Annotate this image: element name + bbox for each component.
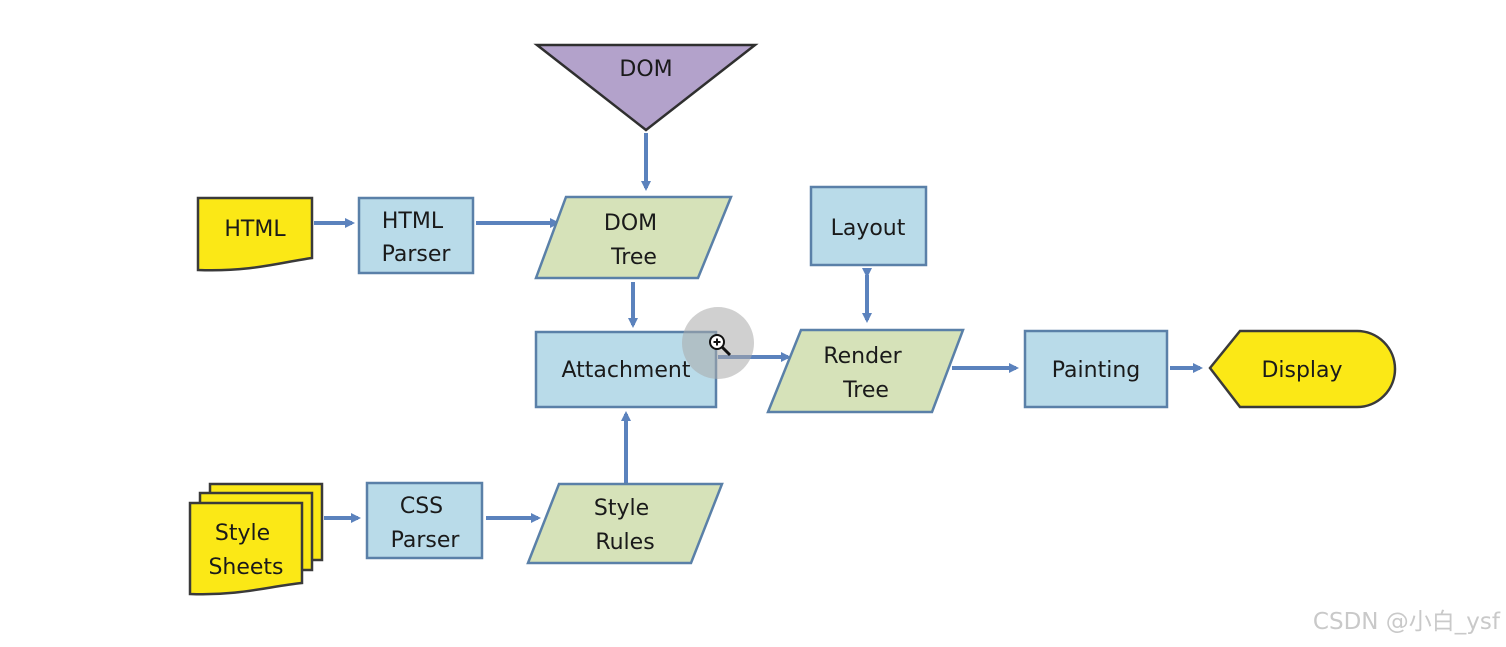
node-style-rules-line1: Style xyxy=(594,496,649,521)
node-css-parser: CSS Parser xyxy=(365,481,484,560)
watermark: CSDN @小白_ysf xyxy=(1312,609,1500,635)
zoom-in-icon xyxy=(709,334,732,357)
svg-text:CSS Parser: CSS Parser xyxy=(391,494,461,553)
node-attachment: Attachment xyxy=(534,330,718,409)
svg-text:Render Tree: Render Tree xyxy=(823,344,908,403)
node-css-parser-line1: CSS xyxy=(400,494,443,519)
node-css-parser-line2: Parser xyxy=(391,528,461,553)
node-style-rules-line2: Rules xyxy=(595,530,654,555)
node-painting-label: Painting xyxy=(1052,358,1140,383)
node-render-tree: Render Tree xyxy=(766,328,965,414)
node-dom-tree: DOM Tree xyxy=(534,195,733,280)
svg-text:Style Sheets: Style Sheets xyxy=(208,521,283,580)
node-render-tree-line2: Tree xyxy=(842,378,889,403)
node-dom: DOM xyxy=(533,43,759,132)
node-style-rules: Style Rules xyxy=(526,482,724,565)
node-html-parser-line2: Parser xyxy=(382,242,452,267)
node-layout-label: Layout xyxy=(831,216,906,241)
node-display: Display xyxy=(1208,329,1397,409)
node-dom-label: DOM xyxy=(619,57,672,82)
node-dom-tree-line1: DOM xyxy=(604,211,657,236)
node-attachment-label: Attachment xyxy=(562,358,691,383)
svg-text:Style Rules: Style Rules xyxy=(594,496,656,555)
node-style-sheets-line2: Sheets xyxy=(208,555,283,580)
node-html-parser-line1: HTML xyxy=(382,209,444,234)
node-style-sheets: Style Sheets xyxy=(188,482,324,596)
node-display-label: Display xyxy=(1261,358,1342,383)
connectors xyxy=(314,133,1203,523)
svg-text:DOM Tree: DOM Tree xyxy=(604,211,664,270)
node-painting: Painting xyxy=(1023,329,1169,409)
node-render-tree-line1: Render xyxy=(823,344,902,369)
node-layout: Layout xyxy=(809,185,928,267)
node-html-label: HTML xyxy=(224,217,286,242)
node-style-sheets-line1: Style xyxy=(215,521,270,546)
svg-text:HTML Parser: HTML Parser xyxy=(382,209,452,267)
node-html: HTML xyxy=(196,196,314,272)
node-dom-tree-line2: Tree xyxy=(610,245,657,270)
node-html-parser: HTML Parser xyxy=(357,196,475,275)
